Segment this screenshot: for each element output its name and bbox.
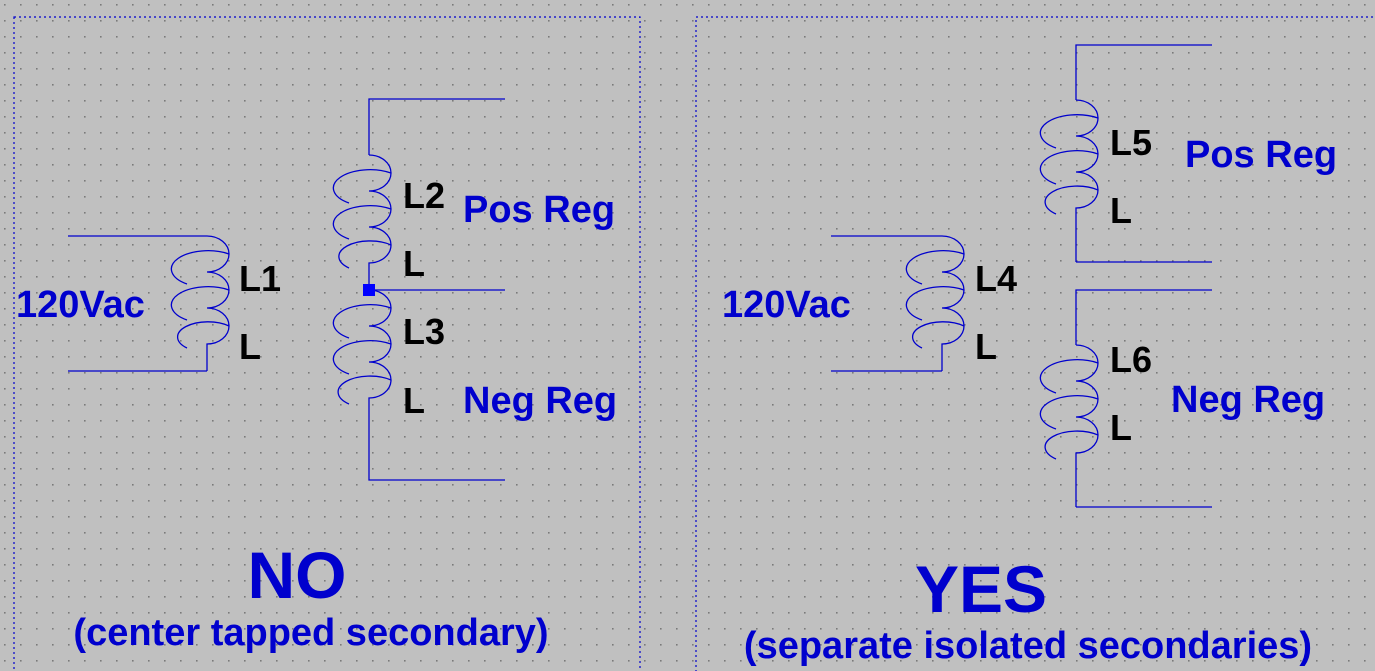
l6-value: L [1110,407,1132,448]
secondary-winding-center-tapped [332,98,505,481]
panel-frame [13,16,641,671]
secondary-coil-l5-loops [1039,114,1099,215]
panel-separate-secondaries: 120Vac L4 L L5 L L6 L Pos Reg Neg Reg YE… [695,16,1375,671]
primary-coil-loops [170,250,230,349]
primary-coil [206,235,230,371]
secondary-winding-l6 [1039,289,1212,508]
secondary-coil-l2-loops [332,169,392,269]
verdict-yes: YES [915,552,1047,626]
secondary-coil-l6 [1075,344,1099,507]
secondary-coil-l6-loops [1039,359,1099,460]
caption-left: (center tapped secondary) [73,612,548,654]
input-label: 120Vac [722,284,851,326]
neg-reg-label: Neg Reg [463,380,617,422]
panel-frame [695,16,1375,671]
primary-winding-l4 [831,235,965,372]
center-tap-junction [363,284,375,296]
pos-reg-label: Pos Reg [1185,134,1337,176]
verdict-no: NO [248,538,347,612]
l3-value: L [403,380,425,421]
l2-value: L [403,243,425,284]
pos-reg-label: Pos Reg [463,189,615,231]
l1-value: L [239,326,261,367]
secondary-wire-bottom [368,426,505,481]
secondary-coil-l3-loops [332,304,392,405]
l3-name: L3 [403,311,445,352]
caption-right: (separate isolated secondaries) [744,625,1312,667]
l6-name: L6 [1110,339,1152,380]
primary-winding-l1 [68,235,230,372]
secondary-coil-l3 [368,289,392,426]
l1-name: L1 [239,258,281,299]
secondary-winding-l5 [1039,44,1212,263]
secondary-coil-l2 [368,154,392,290]
panel-center-tapped: 120Vac L1 L L2 L L3 L Pos Reg Neg Reg NO… [13,16,641,671]
secondary-l6-wire-top [1075,289,1212,345]
secondary-l5-wire-top [1075,44,1212,100]
l5-value: L [1110,190,1132,231]
l5-name: L5 [1110,122,1152,163]
primary-coil-loops [905,250,965,349]
l2-name: L2 [403,175,445,216]
primary-coil [941,235,965,371]
input-label: 120Vac [16,284,145,326]
secondary-wire-top [368,98,505,155]
neg-reg-label: Neg Reg [1171,379,1325,421]
l4-value: L [975,326,997,367]
secondary-coil-l5 [1075,99,1099,262]
l4-name: L4 [975,258,1017,299]
